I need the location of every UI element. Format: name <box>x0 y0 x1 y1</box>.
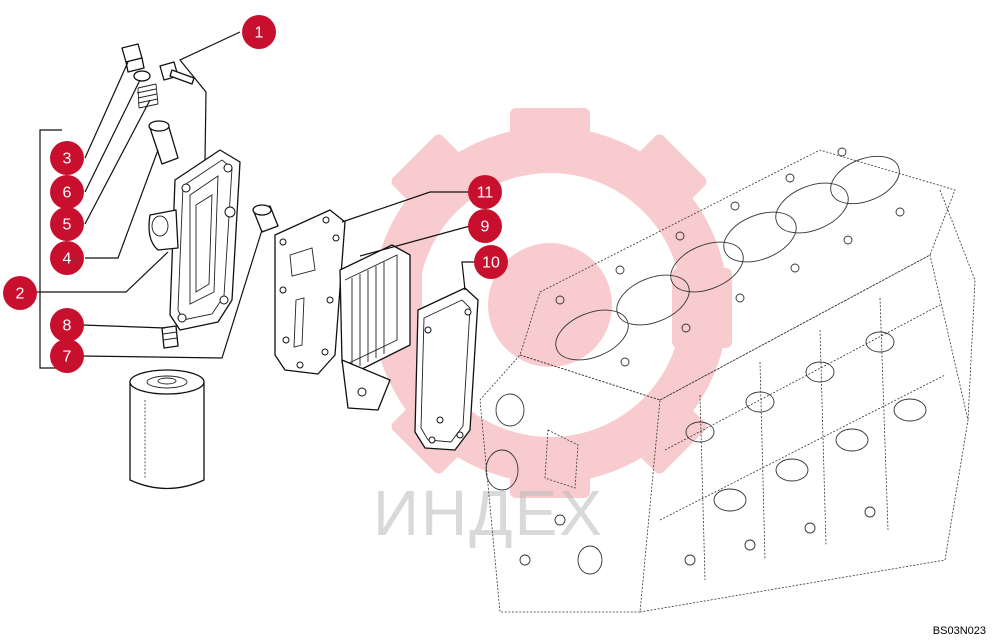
oil-filter-illustration <box>129 369 205 490</box>
callout-label: 2 <box>16 286 25 303</box>
callout-label: 4 <box>63 251 72 268</box>
callout-6[interactable]: 6 <box>50 175 84 209</box>
callout-label: 9 <box>481 219 490 236</box>
callout-2[interactable]: 2 <box>3 276 37 310</box>
callout-label: 6 <box>63 185 72 202</box>
engine-block-illustration <box>479 147 976 613</box>
nipple-fitting-illustration <box>252 204 279 233</box>
callout-1[interactable]: 1 <box>242 15 276 49</box>
callout-label: 8 <box>63 318 72 335</box>
callout-label: 3 <box>63 151 72 168</box>
callout-label: 5 <box>63 217 72 234</box>
gasket-11-illustration <box>274 209 346 375</box>
callout-label: 1 <box>255 25 264 42</box>
callout-label: 7 <box>63 349 72 366</box>
spring-illustration <box>136 83 159 109</box>
cooler-core-illustration <box>339 244 411 411</box>
callout-7[interactable]: 7 <box>50 339 84 373</box>
drawing-code: BS03N023 <box>932 625 986 637</box>
valve-piston-illustration <box>148 120 179 165</box>
callout-11[interactable]: 11 <box>468 175 502 209</box>
callout-8[interactable]: 8 <box>50 308 84 342</box>
drain-fitting-illustration <box>161 325 179 349</box>
leader-lines <box>32 31 475 369</box>
callout-10[interactable]: 10 <box>474 245 508 279</box>
watermark-logo <box>362 108 732 498</box>
plug-part-illustration <box>121 43 145 73</box>
callout-label: 10 <box>482 255 500 272</box>
callout-label: 11 <box>477 185 494 202</box>
bolt-illustration <box>159 61 195 85</box>
callout-4[interactable]: 4 <box>50 241 84 275</box>
gasket-10-illustration <box>414 287 479 451</box>
seal-ring-illustration <box>133 70 151 82</box>
oil-cooler-housing-illustration <box>148 149 241 331</box>
watermark-text: ИНДЕХ <box>373 477 604 549</box>
callout-9[interactable]: 9 <box>468 209 502 243</box>
callout-5[interactable]: 5 <box>50 207 84 241</box>
callout-3[interactable]: 3 <box>50 141 84 175</box>
